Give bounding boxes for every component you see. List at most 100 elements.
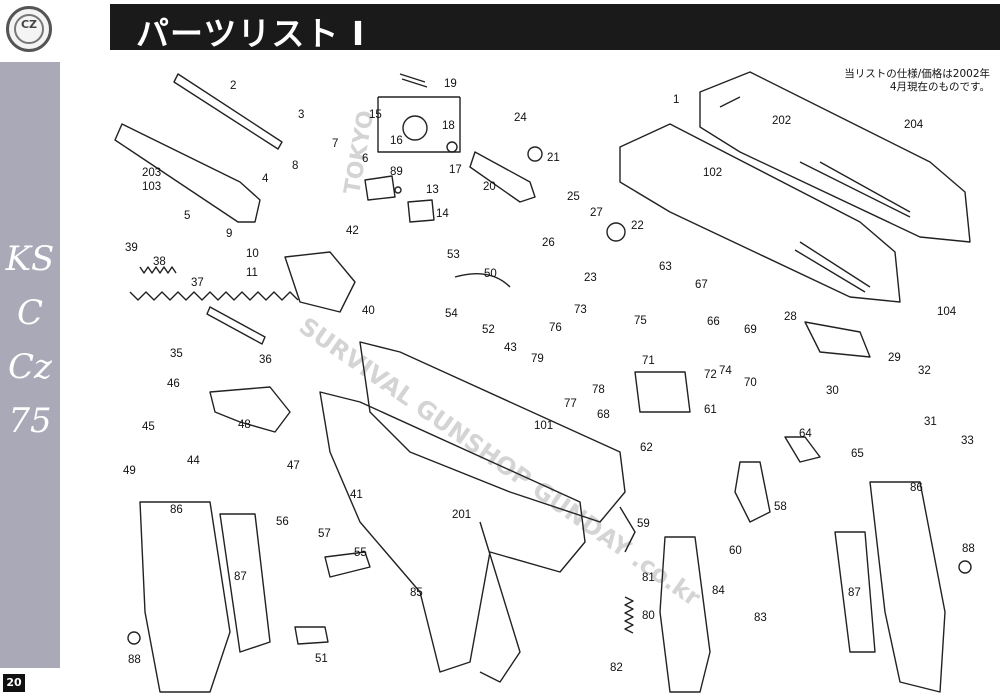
part-label: 71 xyxy=(642,355,655,367)
part-89 xyxy=(364,175,396,201)
part-label: 54 xyxy=(445,308,458,320)
part-label: 1 xyxy=(673,94,680,106)
part-17 xyxy=(446,141,458,153)
part-label: 73 xyxy=(574,304,587,316)
part-label: 63 xyxy=(659,261,672,273)
part-label: 86 xyxy=(170,504,183,516)
part-label: 83 xyxy=(754,612,767,624)
hammer-58 xyxy=(734,461,771,523)
part-label: 7 xyxy=(332,138,339,150)
part-51 xyxy=(294,626,329,645)
frame-101 xyxy=(359,341,626,523)
part-label: 101 xyxy=(534,420,554,432)
part-label: 87 xyxy=(848,587,861,599)
part-label: 88 xyxy=(128,654,141,666)
trigger-48 xyxy=(209,386,291,433)
part-label: 28 xyxy=(784,311,797,323)
page-number: 20 xyxy=(3,674,25,692)
part-label: 67 xyxy=(695,279,708,291)
grip-86-right xyxy=(869,481,946,693)
barrel-2 xyxy=(173,73,283,150)
part-label: 32 xyxy=(918,365,931,377)
part-label: 10 xyxy=(246,248,259,260)
part-label: 44 xyxy=(187,455,200,467)
part-label: 75 xyxy=(634,315,647,327)
part-label: 89 xyxy=(390,166,403,178)
part-label: 72 xyxy=(704,369,717,381)
part-label: 6 xyxy=(362,153,369,165)
part-label: 65 xyxy=(851,448,864,460)
sear-61 xyxy=(634,371,691,413)
part-label: 43 xyxy=(504,342,517,354)
cz-logo: CZ xyxy=(6,6,52,52)
part-label: 8 xyxy=(292,160,299,172)
part-label: 4 xyxy=(262,173,269,185)
part-label: 79 xyxy=(531,353,544,365)
part-28 xyxy=(804,321,871,358)
part-label: 85 xyxy=(410,587,423,599)
part-label: 36 xyxy=(259,354,272,366)
part-label: 11 xyxy=(246,267,258,279)
part-label: 69 xyxy=(744,324,757,336)
part-label: 80 xyxy=(642,610,655,622)
part-14 xyxy=(407,199,435,223)
part-label: 46 xyxy=(167,378,180,390)
part-21 xyxy=(527,146,543,162)
part-label: 202 xyxy=(772,115,792,127)
price-note-line1: 当リストの仕様/価格は2002年 xyxy=(844,68,990,80)
title-bar: パーツリスト Ⅰ xyxy=(110,4,1000,53)
exploded-parts-diagram: TOKYO SURVIVAL GUNSHOP GUNDAY .co.kr 1 2… xyxy=(60,52,1000,698)
part-50 xyxy=(454,273,511,288)
part-label: 25 xyxy=(567,191,580,203)
side-title: KSC Cz75 xyxy=(5,239,55,441)
part-label: 42 xyxy=(346,225,359,237)
part-label: 50 xyxy=(484,268,497,280)
part-label: 26 xyxy=(542,237,555,249)
part-label: 40 xyxy=(362,305,375,317)
part-label: 76 xyxy=(549,322,562,334)
slide-202 xyxy=(699,71,971,243)
magazine-84 xyxy=(659,536,711,693)
box-15-18 xyxy=(377,96,461,153)
lever-65 xyxy=(784,436,821,463)
parts-drawing xyxy=(114,71,972,693)
part-label: 52 xyxy=(482,324,495,336)
part-label: 23 xyxy=(584,272,597,284)
part-label: 203 xyxy=(142,167,162,179)
part-label: 24 xyxy=(514,112,527,124)
part-label: 81 xyxy=(642,572,655,584)
recoil-spring-35 xyxy=(129,291,299,301)
part-label: 13 xyxy=(426,184,439,196)
part-label: 20 xyxy=(483,181,496,193)
part-label: 59 xyxy=(637,518,650,530)
part-label: 14 xyxy=(436,208,449,220)
part-label: 78 xyxy=(592,384,605,396)
part-22 xyxy=(606,222,626,242)
part-label: 56 xyxy=(276,516,289,528)
part-label: 66 xyxy=(707,316,720,328)
price-note-line2: 4月現在のものです。 xyxy=(889,81,990,93)
part-label: 29 xyxy=(888,352,901,364)
logo-text: CZ xyxy=(20,18,38,31)
part-label: 9 xyxy=(226,228,233,240)
part-label: 37 xyxy=(191,277,204,289)
part-55 xyxy=(324,551,371,578)
part-88-left xyxy=(127,631,141,645)
part-label: 88 xyxy=(962,543,975,555)
part-label: 3 xyxy=(298,109,305,121)
part-label: 57 xyxy=(318,528,331,540)
part-label: 48 xyxy=(238,419,251,431)
grip-87-right xyxy=(834,531,876,653)
part-label: 53 xyxy=(447,249,460,261)
part-label: 22 xyxy=(631,220,644,232)
part-label: 64 xyxy=(799,428,812,440)
part-label: 15 xyxy=(369,109,382,121)
part-label: 87 xyxy=(234,571,247,583)
part-label: 45 xyxy=(142,421,155,433)
cz-logo-ring xyxy=(14,14,44,44)
spring-59 xyxy=(619,506,636,553)
part-label: 2 xyxy=(230,80,237,92)
pin-19 xyxy=(399,73,428,88)
part-label: 21 xyxy=(547,152,560,164)
part-label: 30 xyxy=(826,385,839,397)
